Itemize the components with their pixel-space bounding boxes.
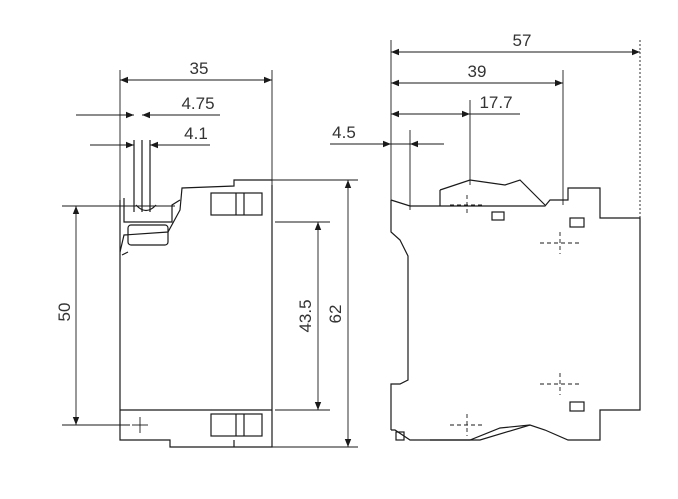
dim-4.75: 4.75 <box>76 94 220 119</box>
dim-4.1-label: 4.1 <box>184 124 208 143</box>
dim-39-label: 39 <box>468 62 487 81</box>
dim-4.5-label: 4.5 <box>332 123 356 142</box>
dim-35: 35 <box>120 59 272 84</box>
dim-57-label: 57 <box>513 31 532 50</box>
front-view <box>62 70 358 448</box>
dim-17.7-label: 17.7 <box>479 93 512 112</box>
dim-4.1: 4.1 <box>90 124 210 149</box>
dim-39: 39 <box>391 62 563 87</box>
dim-43.5: 43.5 <box>296 222 322 410</box>
dim-62: 62 <box>326 180 352 447</box>
dim-43.5-label: 43.5 <box>296 299 315 332</box>
dim-62-label: 62 <box>326 305 345 324</box>
side-view <box>390 40 641 441</box>
dim-50: 50 <box>55 206 80 425</box>
dim-57: 57 <box>391 31 640 56</box>
dim-4.75-label: 4.75 <box>181 94 214 113</box>
dim-4.5: 4.5 <box>330 123 444 148</box>
dim-17.7: 17.7 <box>391 93 520 118</box>
dim-35-label: 35 <box>190 59 209 78</box>
dim-50-label: 50 <box>55 303 74 322</box>
